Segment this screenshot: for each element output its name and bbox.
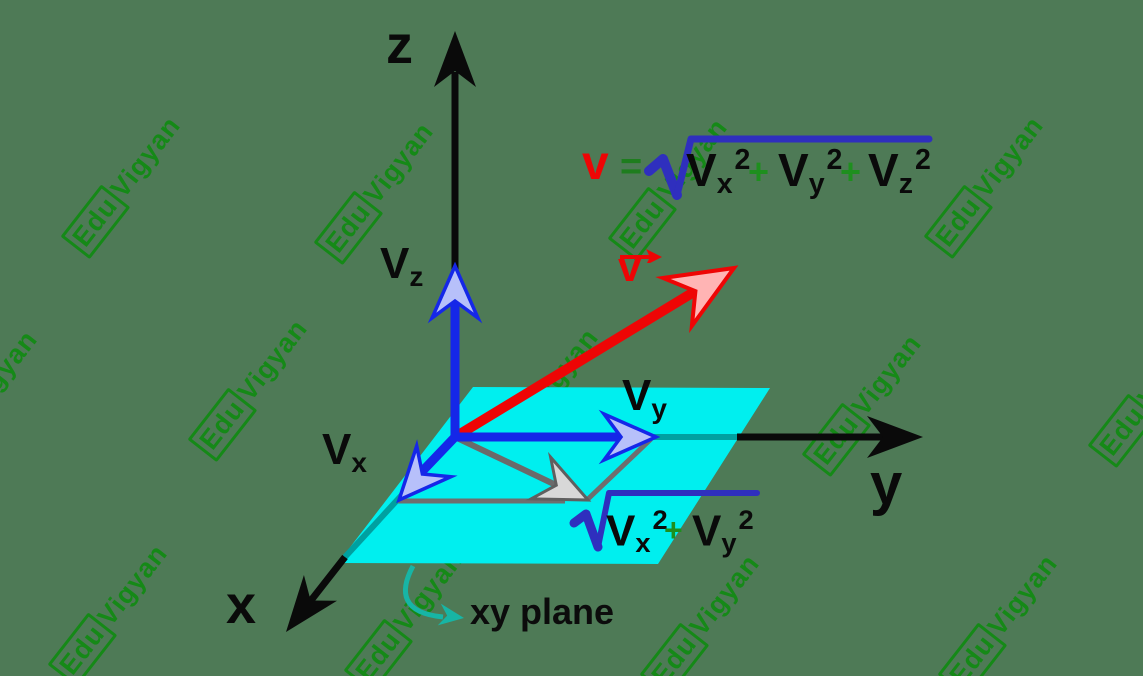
x-axis-arrowhead-icon xyxy=(286,574,338,632)
main-radical-bar xyxy=(673,135,933,199)
formula-main-lhs: v xyxy=(582,137,609,190)
formula-plane-plus: + xyxy=(664,512,683,548)
formula-plane-term-vx: Vx2 xyxy=(606,504,668,559)
formula-main-plus-2: + xyxy=(840,151,862,192)
vector-v-arrowhead-icon xyxy=(655,265,739,334)
formula-main-equals: = xyxy=(620,146,643,188)
formula-main-term-vz: Vz2 xyxy=(868,144,931,201)
z-axis-label: z xyxy=(386,15,413,75)
vy-arrowhead-icon xyxy=(598,409,661,465)
projection-arrowhead-icon xyxy=(525,451,592,502)
vx-label: Vx xyxy=(322,425,367,478)
parallelogram-line-right xyxy=(586,437,653,501)
y-axis-arrowhead-icon xyxy=(867,416,923,458)
vector-arrow-glyph-icon xyxy=(620,249,662,263)
vz-label: Vz xyxy=(380,239,424,292)
plane-radical-bar xyxy=(595,490,760,550)
formula-main-term-vx: Vx2 xyxy=(686,144,751,201)
y-axis-label: y xyxy=(870,452,903,517)
formula-main-term-vy: Vy2 xyxy=(778,144,843,201)
plane-callout-arrowhead-icon xyxy=(437,603,464,626)
vx-arrowhead-icon xyxy=(396,439,458,504)
vz-arrowhead-icon xyxy=(427,261,483,324)
projection-vector-shaft xyxy=(453,434,560,489)
vy-label: Vy xyxy=(622,371,667,424)
plane-radical-check xyxy=(569,509,603,552)
formula-main-plus-1: + xyxy=(748,151,770,192)
x-axis-label: x xyxy=(226,575,257,635)
plane-callout-curve xyxy=(403,564,444,620)
xy-plane-label: xy plane xyxy=(470,591,615,632)
vector-v-shaft xyxy=(452,282,705,442)
formula-plane-term-vy: Vy2 xyxy=(692,504,754,559)
main-radical-check xyxy=(644,154,682,200)
vector-v-label: v xyxy=(618,246,662,287)
z-axis-arrowhead-icon xyxy=(434,31,476,87)
